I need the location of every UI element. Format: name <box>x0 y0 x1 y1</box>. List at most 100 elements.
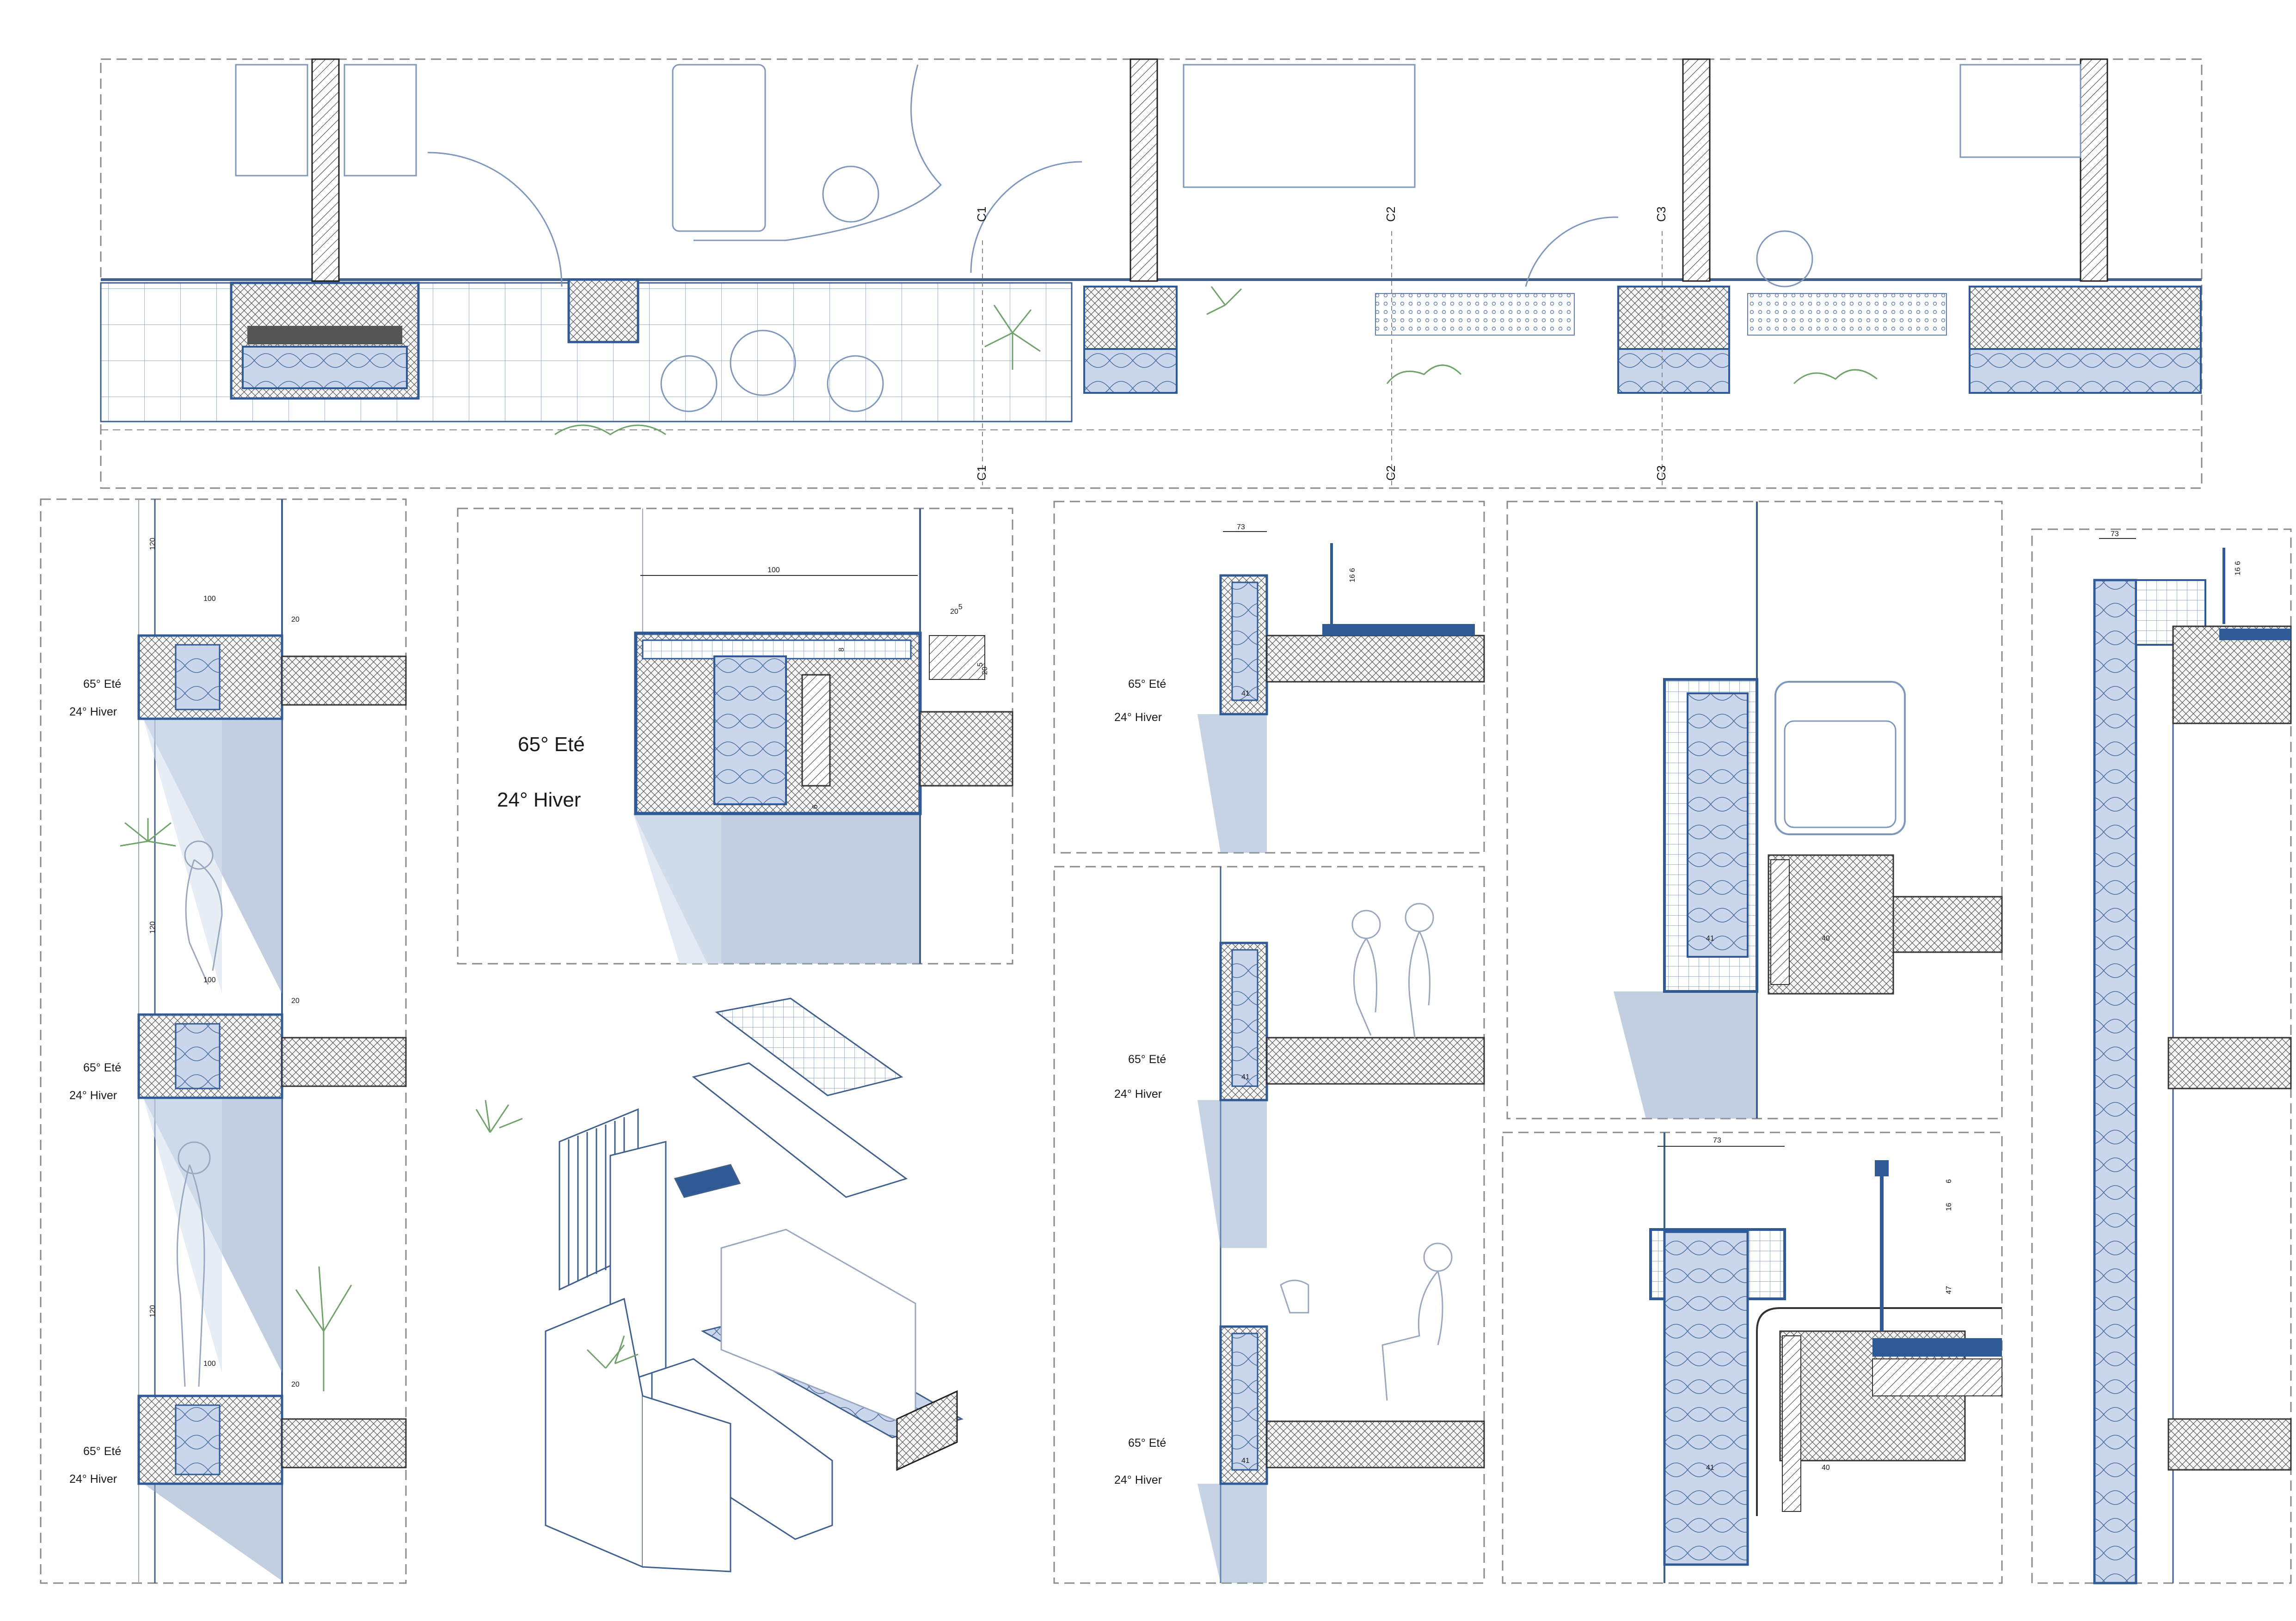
section-left-summer-1: 65° Eté <box>83 678 121 691</box>
section-mid-top-insulation <box>1231 581 1259 701</box>
section-left-panel: 65° Eté 24° Hiver 65° Eté 24° Hiver 65° … <box>40 498 407 1584</box>
detail-b-dim-right: 40 <box>1822 935 1830 942</box>
detail-c-frame <box>1502 1132 2003 1584</box>
axo-railing-slats <box>568 1117 625 1285</box>
detail-a-summer-angle: 65° Eté <box>518 733 585 756</box>
plan-planter-2 <box>1083 286 1178 394</box>
detail-b-dim-left: 41 <box>1706 935 1714 942</box>
plan-frame <box>100 58 2203 489</box>
axo-drain <box>674 1164 741 1198</box>
section-left-dim-width-3: 100 <box>203 1360 216 1368</box>
section-left-plants <box>120 818 352 1391</box>
section-left-summer-3: 65° Eté <box>83 1445 121 1458</box>
plan-furniture <box>235 64 2081 412</box>
plan-wall-2 <box>1130 58 1158 282</box>
plan-bench-1 <box>1375 293 1575 336</box>
section-left-dim-offset-2: 20 <box>291 997 300 1005</box>
axo-railing-right <box>545 1297 644 1568</box>
section-right-dim-width: 73 <box>2111 530 2119 538</box>
plan-column <box>567 278 639 343</box>
plan-mark-c1-top: C1 <box>975 207 988 222</box>
section-left-dim-width-2: 100 <box>203 976 216 984</box>
detail-a-insulation <box>713 655 787 805</box>
section-mid-top-slab <box>1266 635 1485 683</box>
section-mid-bottom-panel: 65° Eté 24° Hiver 65° Eté 24° Hiver 41 4… <box>1053 866 1485 1584</box>
detail-a-dim-small-a: 8 <box>838 648 846 652</box>
section-mid-bottom-summer-2: 65° Eté <box>1128 1437 1166 1450</box>
section-mid-bottom-winter-1: 24° Hiver <box>1114 1088 1162 1101</box>
section-mid-bottom-frame <box>1053 866 1485 1584</box>
plan-mark-c2-bottom: C2 <box>1384 465 1398 481</box>
detail-b-insulation <box>1687 692 1749 958</box>
detail-a-dim-vertical: 205 <box>976 662 989 675</box>
section-left-unit-2 <box>137 1013 407 1373</box>
section-mid-top-dim-small: 41 <box>1241 690 1250 697</box>
section-left-unit-3 <box>137 1395 407 1581</box>
detail-a-slab <box>919 711 1013 787</box>
plan-planter-3 <box>1617 286 1730 394</box>
plan-mark-c3-top: C3 <box>1654 207 1668 222</box>
detail-c-dim-left: 41 <box>1706 1464 1714 1472</box>
plan-wall-3 <box>1682 58 1711 282</box>
detail-c-panel: 73 16 6 47 41 40 <box>1502 1132 2003 1584</box>
axo-plants <box>475 1100 638 1369</box>
plan-mark-c1-bottom: C1 <box>975 465 988 481</box>
detail-a-dim-offset: 205 <box>950 603 963 616</box>
axo-slab-edge <box>896 1390 958 1471</box>
plan-section-markers: C1 C2 C3 C1 C2 C3 <box>975 207 1668 485</box>
section-left-dim-height-2: 120 <box>149 921 157 934</box>
plan-wall-1 <box>311 58 340 282</box>
plan-bench-2 <box>1747 293 1947 336</box>
detail-c-dim-right: 40 <box>1822 1464 1830 1472</box>
plan-wall-4 <box>2080 58 2108 282</box>
floor-plan: C1 C2 C3 C1 C2 C3 <box>100 58 2203 489</box>
plan-planter-4 <box>1969 286 2202 394</box>
axo-top-slab <box>692 1062 908 1198</box>
axo-tile-panel <box>715 997 903 1096</box>
axonometric-panel <box>475 997 964 1572</box>
section-left-winter-3: 24° Hiver <box>69 1473 117 1486</box>
detail-a-winter-angle: 24° Hiver <box>497 789 581 811</box>
detail-c-dim-vert-c: 47 <box>1945 1286 1953 1294</box>
detail-c-insulation <box>1663 1230 1749 1566</box>
section-left-figures <box>176 840 223 1387</box>
section-left-dim-height-1: 120 <box>149 538 157 550</box>
section-mid-bottom-dim-small-2: 41 <box>1241 1457 1250 1465</box>
section-left-winter-2: 24° Hiver <box>69 1089 117 1102</box>
section-mid-top-winter: 24° Hiver <box>1114 711 1162 724</box>
detail-c-dim-vert-a: 16 <box>1945 1203 1953 1211</box>
plan-mark-c2-top: C2 <box>1384 207 1398 222</box>
detail-b-panel: 41 40 <box>1506 501 2003 1119</box>
plan-planter-1 <box>230 281 420 400</box>
section-mid-top-panel: 73 16 6 41 65° Eté 24° Hiver <box>1053 501 1485 854</box>
section-mid-top-dim-vert: 16 6 <box>1349 568 1357 582</box>
plan-plant-icons <box>554 286 1878 435</box>
section-mid-bottom-unit-1 <box>1197 942 1485 1248</box>
section-right-dim-vert: 16 6 <box>2234 561 2242 575</box>
section-left-dim-width-1: 100 <box>203 595 216 603</box>
section-left-frame <box>40 498 407 1584</box>
section-left-dim-offset-1: 20 <box>291 616 300 624</box>
section-left-winter-1: 24° Hiver <box>69 705 117 718</box>
section-mid-bottom-winter-2: 24° Hiver <box>1114 1474 1162 1486</box>
plan-mark-c3-bottom: C3 <box>1654 465 1668 481</box>
section-mid-bottom-summer-1: 65° Eté <box>1128 1053 1166 1066</box>
section-right-insulation <box>2093 579 2137 1584</box>
section-mid-bottom-dim-small-1: 41 <box>1241 1073 1250 1081</box>
section-right-slab-1 <box>2167 1037 2292 1089</box>
section-mid-bottom-figures <box>1280 903 1453 1401</box>
section-right-panel: 73 16 6 <box>2031 528 2292 1584</box>
section-left-unit-1 <box>137 634 407 994</box>
section-left-summer-2: 65° Eté <box>83 1061 121 1074</box>
section-mid-top-dim-width: 73 <box>1237 523 1245 531</box>
section-left-dim-offset-3: 20 <box>291 1381 300 1389</box>
detail-c-dim-vert-b: 6 <box>1945 1179 1953 1183</box>
detail-a-frame <box>457 508 1013 965</box>
section-right-slab-2 <box>2167 1418 2292 1471</box>
detail-a-dim-small-b: 6 <box>811 805 819 809</box>
detail-a-panel: 100 205 205 8 6 65° Eté 24° Hiver <box>457 508 1013 965</box>
detail-c-dim-width: 73 <box>1713 1137 1721 1144</box>
section-mid-bottom-unit-2 <box>1197 1325 1485 1583</box>
section-left-dim-height-3: 120 <box>149 1305 157 1317</box>
